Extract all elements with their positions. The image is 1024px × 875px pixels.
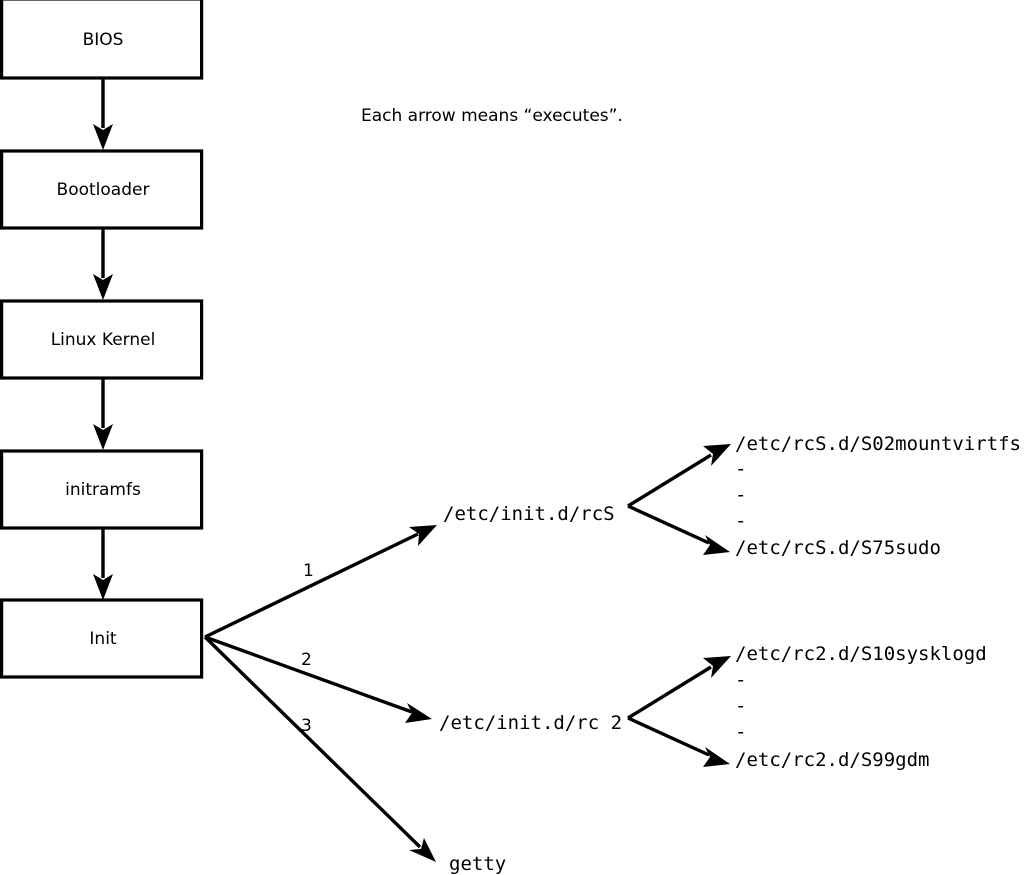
edge-init-to-rc2 bbox=[204, 635, 432, 723]
rcs-ellipsis-dash-1: - bbox=[735, 458, 746, 480]
node-linux-kernel-label: Linux Kernel bbox=[51, 330, 156, 350]
script-label-rcs[interactable]: /etc/init.d/rcS bbox=[443, 503, 615, 525]
edge-number-2: 2 bbox=[301, 650, 312, 670]
node-init-label: Init bbox=[89, 629, 117, 649]
node-initramfs-label: initramfs bbox=[65, 480, 141, 500]
rcs-ellipsis-dash-3: - bbox=[735, 510, 746, 532]
script-label-getty[interactable]: getty bbox=[449, 853, 506, 875]
edge-bios-to-bootloader bbox=[93, 77, 113, 150]
edge-rcs-to-last-script bbox=[627, 504, 730, 555]
edge-bootloader-to-kernel bbox=[93, 228, 113, 300]
node-bootloader-label: Bootloader bbox=[57, 180, 150, 200]
rc2-child-last[interactable]: /etc/rc2.d/S99gdm bbox=[735, 749, 929, 771]
rcs-ellipsis-dash-2: - bbox=[735, 484, 746, 506]
node-bootloader[interactable]: Bootloader bbox=[0, 149, 204, 230]
rcs-child-last[interactable]: /etc/rcS.d/S75sudo bbox=[735, 537, 941, 559]
edge-rc2-to-last-script bbox=[627, 716, 730, 767]
edge-number-3: 3 bbox=[301, 716, 312, 736]
edge-number-1: 1 bbox=[303, 561, 314, 581]
edge-init-to-getty bbox=[203, 635, 436, 862]
edge-rcs-to-first-script bbox=[627, 444, 731, 508]
note-text: Each arrow means “executes”. bbox=[361, 106, 623, 126]
rc2-child-first[interactable]: /etc/rc2.d/S10sysklogd bbox=[735, 643, 987, 665]
node-linux-kernel[interactable]: Linux Kernel bbox=[0, 299, 204, 380]
rcs-child-first[interactable]: /etc/rcS.d/S02mountvirtfs bbox=[735, 433, 1021, 455]
node-initramfs[interactable]: initramfs bbox=[0, 449, 204, 530]
edge-init-to-rcs bbox=[204, 525, 437, 639]
node-bios-label: BIOS bbox=[83, 30, 124, 50]
edge-rc2-to-first-script bbox=[627, 656, 731, 720]
edge-initramfs-to-init bbox=[93, 528, 113, 600]
node-bios[interactable]: BIOS bbox=[0, 0, 204, 80]
rc2-ellipsis-dash-2: - bbox=[735, 695, 746, 717]
node-init[interactable]: Init bbox=[0, 598, 204, 679]
rc2-ellipsis-dash-3: - bbox=[735, 721, 746, 743]
rc2-ellipsis-dash-1: - bbox=[735, 669, 746, 691]
script-label-rc2[interactable]: /etc/init.d/rc 2 bbox=[439, 712, 622, 734]
edge-kernel-to-initramfs bbox=[93, 378, 113, 450]
